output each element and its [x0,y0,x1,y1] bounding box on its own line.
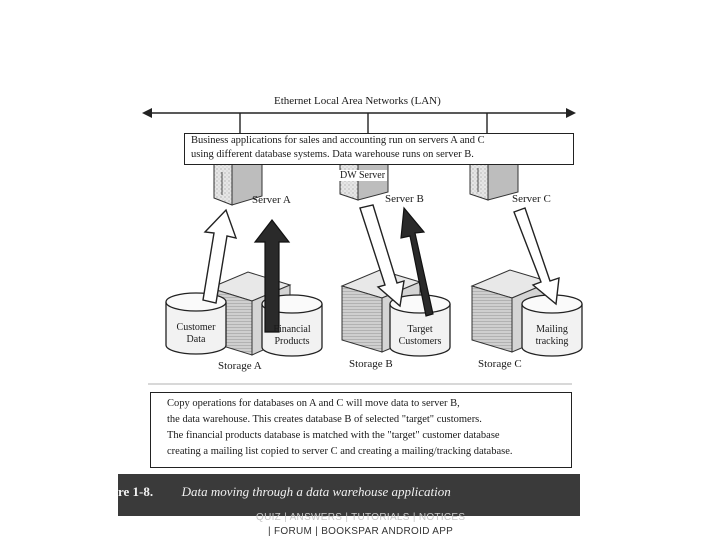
target-customers-cylinder [389,294,451,357]
arrow-server-c-to-mailing [513,207,560,306]
customer-data-line-1: Customer [176,322,216,333]
top-note-line-2: using different database systems. Data w… [191,149,474,160]
caption-bar [118,474,580,516]
bottom-note-line-4: creating a mailing list copied to server… [167,446,513,457]
mailing-tracking-cylinder [521,294,583,357]
bottom-note-box: Copy operations for databases on A and C… [150,392,572,468]
server-b-label: Server B [385,193,424,205]
arrow-customer-to-server-a [202,208,238,304]
lan-label: Ethernet Local Area Networks (LAN) [274,95,441,107]
figure-number: re 1-8. [118,484,154,499]
mailing-tracking-line-1: Mailing [536,324,568,335]
storage-b-label: Storage B [349,358,393,370]
arrow-target-to-server-b [400,206,434,317]
server-a-label: Server A [252,194,291,206]
financial-products-label: Financial Products [266,324,318,348]
customer-data-line-2: Data [186,334,206,345]
footer-links-line-2[interactable]: | FORUM | BOOKSPAR ANDROID APP [268,526,454,537]
arrow-server-b-to-target [359,204,405,308]
top-note-line-1: Business applications for sales and acco… [191,135,485,146]
bottom-note-line-1: Copy operations for databases on A and C… [167,398,460,409]
lan-line [142,108,576,135]
mailing-tracking-label: Mailing tracking [526,324,578,348]
target-customers-line-1: Target [407,324,433,335]
footer-links-line-1[interactable]: QUIZ | ANSWERS | TUTORIALS | NOTICES [256,512,466,523]
figure-caption-text: Data moving through a data warehouse app… [181,484,451,499]
arrow-financial-to-server-a [253,219,291,333]
financial-products-line-2: Products [274,336,310,347]
bottom-note-line-3: The financial products database is match… [167,430,500,441]
dw-server-label: DW Server [338,170,388,181]
financial-products-line-1: Financial [273,324,311,335]
server-c-label: Server C [512,193,551,205]
top-note-box: Business applications for sales and acco… [184,133,574,165]
target-customers-label: Target Customers [392,324,448,348]
figure-caption: re 1-8. Data moving through a data wareh… [118,484,451,500]
bottom-note-line-2: the data warehouse. This creates databas… [167,414,482,425]
storage-a-label: Storage A [218,360,262,372]
customer-data-label: Customer Data [173,322,219,346]
mailing-tracking-line-2: tracking [535,336,569,347]
target-customers-line-2: Customers [398,336,442,347]
storage-c-label: Storage C [478,358,522,370]
